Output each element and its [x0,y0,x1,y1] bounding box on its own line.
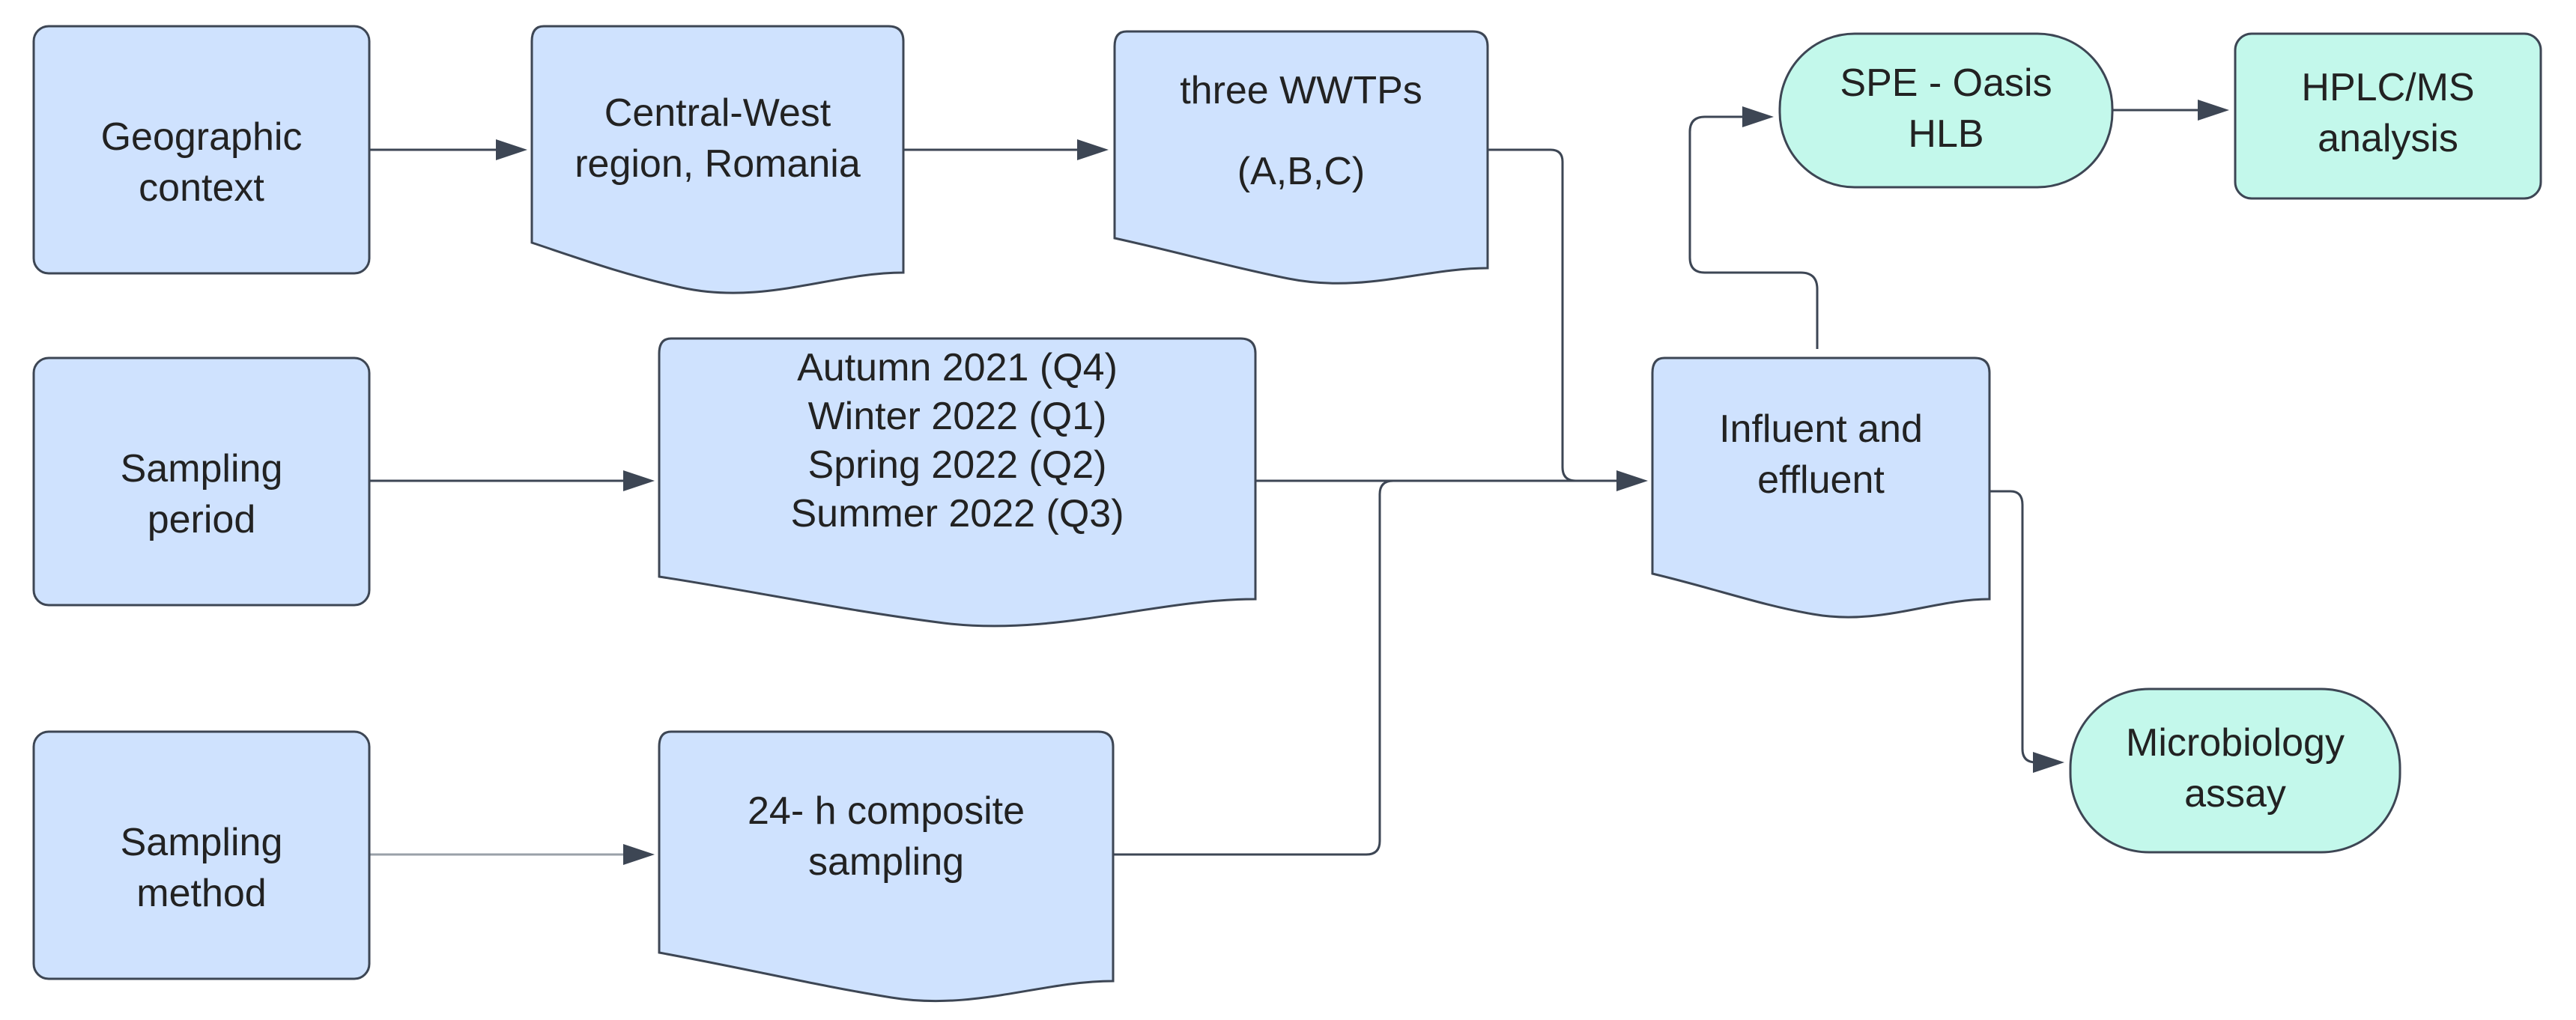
arrowhead-wwtps [1077,139,1109,160]
geographic-context-line-2: context [139,166,264,210]
influent-effluent-label: Influent and effluent [1719,407,1923,502]
hplc-ms-box [2234,32,2542,200]
geographic-context-line-1: Geographic [101,115,303,159]
three-wwtps-doc-shape [1113,30,1489,285]
node-geographic-context: Geographic context [32,25,371,275]
sampling-period-label: Sampling period [121,447,283,541]
sampling-method-line-1: Sampling [121,821,283,864]
hplc-ms-line-1: HPLC/MS [2301,66,2474,109]
node-three-wwtps: three WWTPs (A,B,C) [1113,30,1489,285]
connectors [369,109,2219,856]
seasons-line-1: Autumn 2021 (Q4) [797,346,1118,389]
node-microbiology: Microbiology assay [2069,687,2401,854]
arrow-influent-to-microbiology [1989,490,2054,764]
arrowhead-influent [1616,470,1648,491]
sampling-period-line-1: Sampling [121,447,283,491]
line-composite-to-influent [1113,479,1394,856]
node-hplc-ms: HPLC/MS analysis [2234,32,2542,200]
arrowhead-spe [1742,106,1774,127]
central-west-label: Central-West region, Romania [575,91,861,186]
sampling-period-line-2: period [148,498,256,541]
hplc-ms-line-2: analysis [2318,117,2458,160]
node-sampling-method: Sampling method [32,730,371,980]
seasons-label: Autumn 2021 (Q4) Winter 2022 (Q1) Spring 2… [790,346,1124,535]
arrowhead-hplc [2198,100,2229,121]
sampling-method-box [32,730,371,980]
composite-sampling-line-1: 24- h composite [748,789,1025,833]
three-wwtps-line-2: (A,B,C) [1237,150,1365,193]
influent-effluent-line-2: effluent [1757,458,1885,502]
seasons-line-2: Winter 2022 (Q1) [808,395,1107,438]
sampling-method-label: Sampling method [121,821,283,915]
microbiology-label: Microbiology assay [2126,721,2345,816]
composite-sampling-doc-shape [658,730,1115,1003]
spe-oasis-pill [1778,32,2114,189]
node-influent-effluent: Influent and effluent [1651,356,1991,619]
composite-sampling-label: 24- h composite sampling [748,789,1025,884]
seasons-line-4: Summer 2022 (Q3) [790,492,1124,535]
central-west-line-1: Central-West [604,91,831,135]
seasons-doc-shape [658,337,1257,628]
microbiology-line-1: Microbiology [2126,721,2345,765]
arrowhead-region [496,139,527,160]
three-wwtps-line-1: three WWTPs [1180,69,1422,112]
arrowheads [496,100,2229,865]
node-seasons: Autumn 2021 (Q4) Winter 2022 (Q1) Spring 2… [658,337,1257,628]
sampling-method-line-2: method [136,872,266,915]
three-wwtps-label: three WWTPs (A,B,C) [1180,69,1422,193]
influent-effluent-doc-shape [1651,356,1991,619]
arrow-wwtps-to-influent [1488,148,1637,482]
node-composite-sampling: 24- h composite sampling [658,730,1115,1003]
central-west-doc-shape [530,25,905,294]
microbiology-pill [2069,687,2401,854]
sampling-period-box [32,356,371,607]
arrow-influent-to-spe [1688,115,1819,349]
node-sampling-period: Sampling period [32,356,371,607]
spe-oasis-line-2: HLB [1908,112,1983,156]
geographic-context-box [32,25,371,275]
central-west-line-2: region, Romania [575,142,861,186]
geographic-context-label: Geographic context [101,115,303,210]
arrowhead-microbiology [2033,752,2064,773]
influent-effluent-line-1: Influent and [1719,407,1923,451]
hplc-ms-label: HPLC/MS analysis [2301,66,2474,160]
arrowhead-seasons [623,470,655,491]
node-central-west: Central-West region, Romania [530,25,905,294]
composite-sampling-line-2: sampling [808,840,964,884]
microbiology-line-2: assay [2184,772,2286,816]
seasons-line-3: Spring 2022 (Q2) [808,443,1107,487]
spe-oasis-line-1: SPE - Oasis [1840,61,2052,105]
arrowhead-composite [623,844,655,865]
